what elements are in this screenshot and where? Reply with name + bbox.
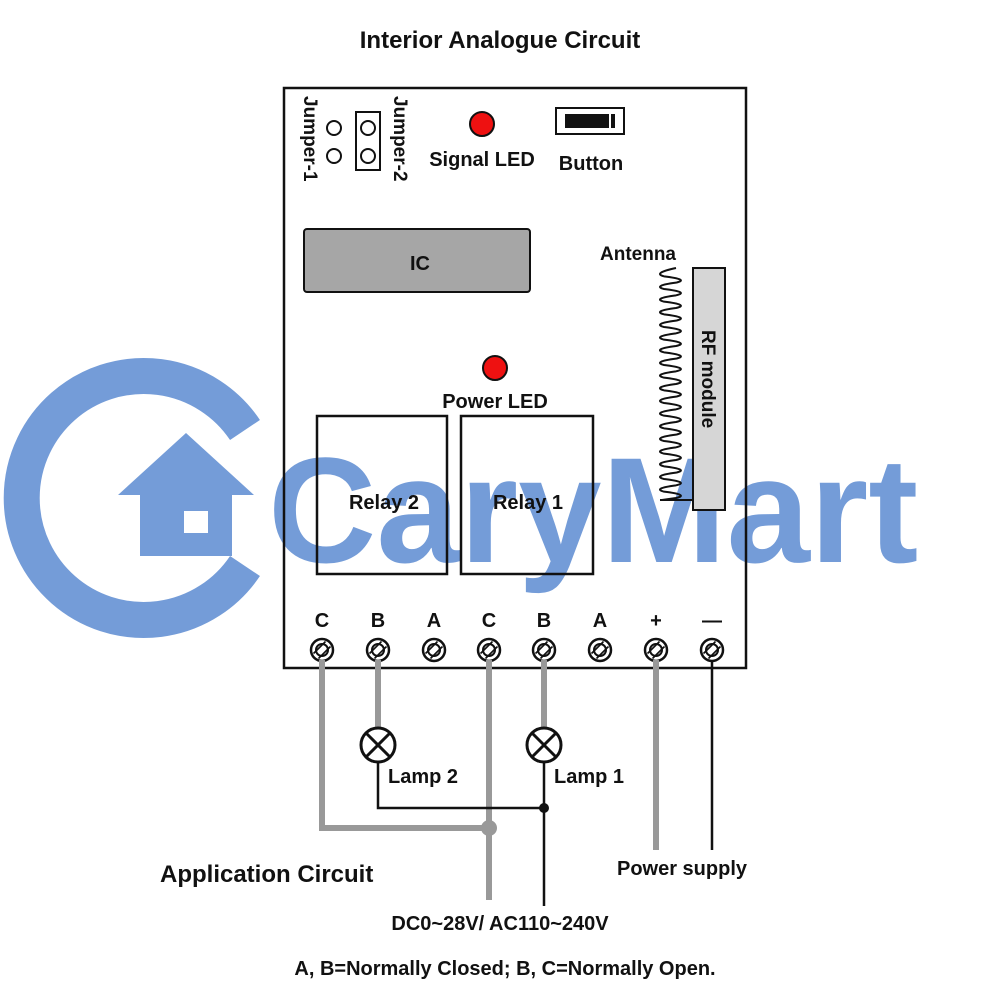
lamp-2	[359, 726, 397, 764]
relay-2-label: Relay 2	[349, 492, 419, 514]
terminal-screw-slot	[484, 645, 499, 660]
terminal-label: A	[427, 610, 441, 632]
power-led	[482, 355, 508, 381]
lamp-1-cross	[530, 731, 558, 759]
contact-note: A, B=Normally Closed; B, C=Normally Open…	[294, 958, 715, 980]
ic-chip	[303, 228, 531, 293]
lamp-2-cross	[364, 731, 392, 759]
application-circuit-title: Application Circuit	[160, 861, 373, 888]
lamp-2-label: Lamp 2	[388, 766, 458, 788]
terminal-screw-slot	[317, 645, 332, 660]
jumper-1-label: Jumper-1	[299, 96, 320, 182]
terminal-screw-slot	[424, 640, 439, 655]
terminal-screw-slot	[646, 640, 661, 655]
jumper-2-pin	[360, 120, 376, 136]
jumper-1: Jumper-1	[299, 96, 342, 182]
signal-led	[469, 111, 495, 137]
lamp-1	[525, 726, 563, 764]
watermark-arc	[3, 358, 260, 638]
voltage-label: DC0~28V/ AC110~240V	[391, 913, 609, 935]
house-door	[184, 511, 208, 533]
terminal-label: —	[702, 610, 722, 632]
terminal-label: C	[315, 610, 329, 632]
terminal-label: B	[537, 610, 551, 632]
jumper-2-label: Jumper-2	[389, 96, 410, 182]
terminal-label: B	[371, 610, 385, 632]
terminal-screw-slot	[368, 640, 383, 655]
ic-label: IC	[410, 253, 430, 275]
diagram-title: Interior Analogue Circuit	[360, 27, 640, 54]
terminal-screw-slot	[539, 645, 554, 660]
relay-1-label: Relay 1	[493, 492, 563, 514]
terminal-screw-slot	[429, 645, 444, 660]
relay-1	[459, 414, 595, 576]
gray-wire-common	[319, 660, 489, 831]
terminal-screw-slot	[590, 640, 605, 655]
jumper-1-pin	[326, 120, 342, 136]
terminal-screw-slot	[707, 645, 722, 660]
power-supply-label: Power supply	[617, 858, 748, 880]
house-icon	[118, 433, 254, 556]
terminal-screw-slot	[534, 640, 549, 655]
jumper-1-pin	[326, 148, 342, 164]
button-slider-edge	[611, 114, 615, 128]
terminal-block: C B A C B A + —	[309, 610, 725, 663]
board-button	[555, 107, 625, 135]
terminal-screw-slot	[479, 640, 494, 655]
button-label: Button	[559, 153, 623, 175]
terminal-screw-slot	[312, 640, 327, 655]
power-led-label: Power LED	[442, 391, 548, 413]
rf-module-label: RF module	[697, 330, 718, 428]
antenna-coil	[659, 267, 682, 501]
board-outline	[282, 86, 748, 670]
terminal-screw-slot	[373, 645, 388, 660]
jumper-2-pin	[360, 148, 376, 164]
button-slider	[565, 114, 609, 128]
black-junction	[539, 803, 549, 813]
terminal-screw-slot	[702, 640, 717, 655]
terminal-screw-slot	[595, 645, 610, 660]
terminal-label: A	[593, 610, 607, 632]
terminal-label: +	[650, 610, 662, 632]
wires	[319, 660, 714, 906]
signal-led-label: Signal LED	[429, 149, 535, 171]
terminal-label: C	[482, 610, 496, 632]
antenna-label: Antenna	[600, 244, 676, 265]
rf-module	[692, 267, 726, 511]
relay-2	[315, 414, 449, 576]
gray-junction	[481, 820, 497, 836]
terminal-screw-slot	[651, 645, 666, 660]
black-wire-lamp2	[376, 762, 544, 810]
lamp-1-label: Lamp 1	[554, 766, 624, 788]
jumper-2: Jumper-2	[355, 96, 410, 182]
